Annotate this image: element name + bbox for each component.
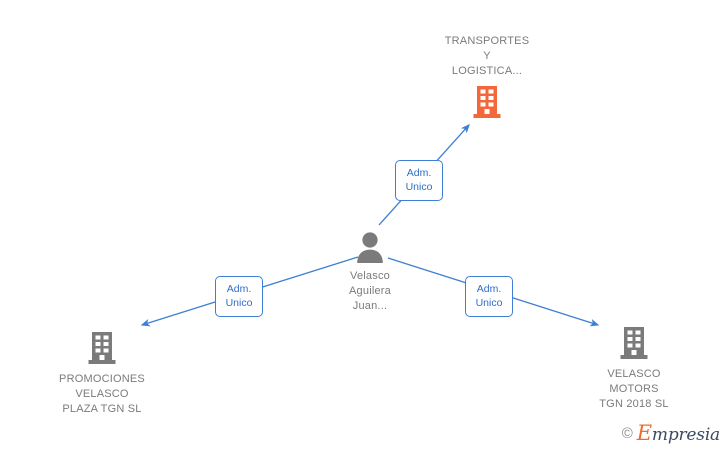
empresia-wordmark-initial: E bbox=[636, 421, 652, 445]
building-icon bbox=[620, 327, 648, 359]
edge-label-adm-unico-velasco-motors[interactable]: Adm. Unico bbox=[465, 276, 513, 317]
node-label-promociones-velasco-plaza-tgn: PROMOCIONES VELASCO PLAZA TGN SL bbox=[59, 373, 145, 415]
node-promociones-velasco-plaza-tgn[interactable]: PROMOCIONES VELASCO PLAZA TGN SL bbox=[22, 331, 182, 417]
person-icon bbox=[357, 232, 383, 263]
node-velasco-aguilera-juan[interactable]: Velasco Aguilera Juan... bbox=[290, 232, 450, 314]
node-transportes-y-logistica[interactable]: TRANSPORTES Y LOGISTICA... bbox=[407, 34, 567, 119]
node-label-velasco-aguilera-juan: Velasco Aguilera Juan... bbox=[349, 270, 391, 312]
copyright-icon: © bbox=[621, 425, 633, 442]
empresia-watermark: © Empresia bbox=[622, 423, 720, 444]
node-label-transportes: TRANSPORTES Y LOGISTICA... bbox=[444, 35, 530, 77]
node-label-velasco-motors-tgn-2018: VELASCO MOTORS TGN 2018 SL bbox=[599, 368, 669, 410]
edge-label-adm-unico-transportes[interactable]: Adm. Unico bbox=[395, 160, 443, 201]
edge-label-adm-unico-promociones[interactable]: Adm. Unico bbox=[215, 276, 263, 317]
empresia-wordmark-rest: mpresia bbox=[651, 425, 720, 445]
building-icon bbox=[88, 332, 116, 364]
building-icon bbox=[473, 86, 501, 118]
empresia-wordmark: Empresia bbox=[637, 423, 720, 444]
node-velasco-motors-tgn-2018[interactable]: VELASCO MOTORS TGN 2018 SL bbox=[554, 326, 714, 412]
